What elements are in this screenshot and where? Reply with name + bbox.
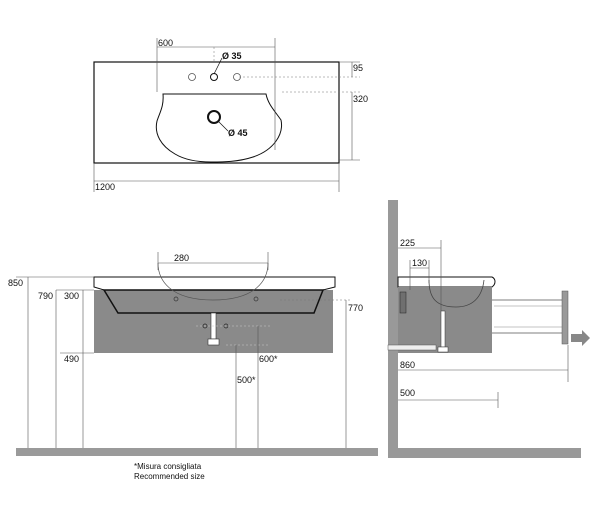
dim-hole-35: Ø 35 — [222, 51, 242, 61]
dim-130: 130 — [412, 258, 427, 268]
dim-320: 320 — [353, 94, 368, 104]
side-drawer — [492, 299, 565, 334]
legend: *Misura consigliata Recommended size — [134, 462, 205, 482]
front-basin-top — [93, 276, 336, 291]
dim-860: 860 — [400, 360, 415, 370]
dim-600-front: 600* — [259, 354, 278, 364]
side-wall — [388, 200, 398, 458]
dim-490: 490 — [64, 354, 79, 364]
top-view-basin — [155, 93, 283, 163]
dim-600-top: 600 — [158, 38, 173, 48]
dim-770: 770 — [348, 303, 363, 313]
top-view: 600 Ø 35 95 320 Ø 45 1200 — [93, 38, 368, 192]
front-basin-bowl — [102, 289, 325, 314]
dim-280: 280 — [174, 253, 189, 263]
side-basin-top — [397, 276, 496, 288]
side-floor — [388, 448, 581, 458]
legend-line-1: *Misura consigliata — [134, 462, 202, 471]
drawer-arrow-icon — [571, 330, 590, 346]
dim-225: 225 — [400, 238, 415, 248]
top-view-outline — [93, 61, 340, 164]
drain-hole — [207, 110, 221, 124]
dim-300: 300 — [64, 291, 79, 301]
floor — [16, 448, 378, 456]
dim-790: 790 — [38, 291, 53, 301]
dim-1200: 1200 — [95, 182, 115, 192]
front-view: 850 790 300 490 280 770 600* 500* — [8, 252, 378, 456]
dim-500-front: 500* — [237, 375, 256, 385]
dim-95: 95 — [353, 63, 363, 73]
legend-line-2: Recommended size — [134, 472, 205, 481]
dim-drain-45: Ø 45 — [228, 128, 248, 138]
tap-hole-center — [210, 73, 218, 81]
tap-hole-left — [188, 73, 196, 81]
dim-850: 850 — [8, 278, 23, 288]
dim-500-side: 500 — [400, 388, 415, 398]
side-view: 225 130 860 500 — [387, 200, 590, 458]
